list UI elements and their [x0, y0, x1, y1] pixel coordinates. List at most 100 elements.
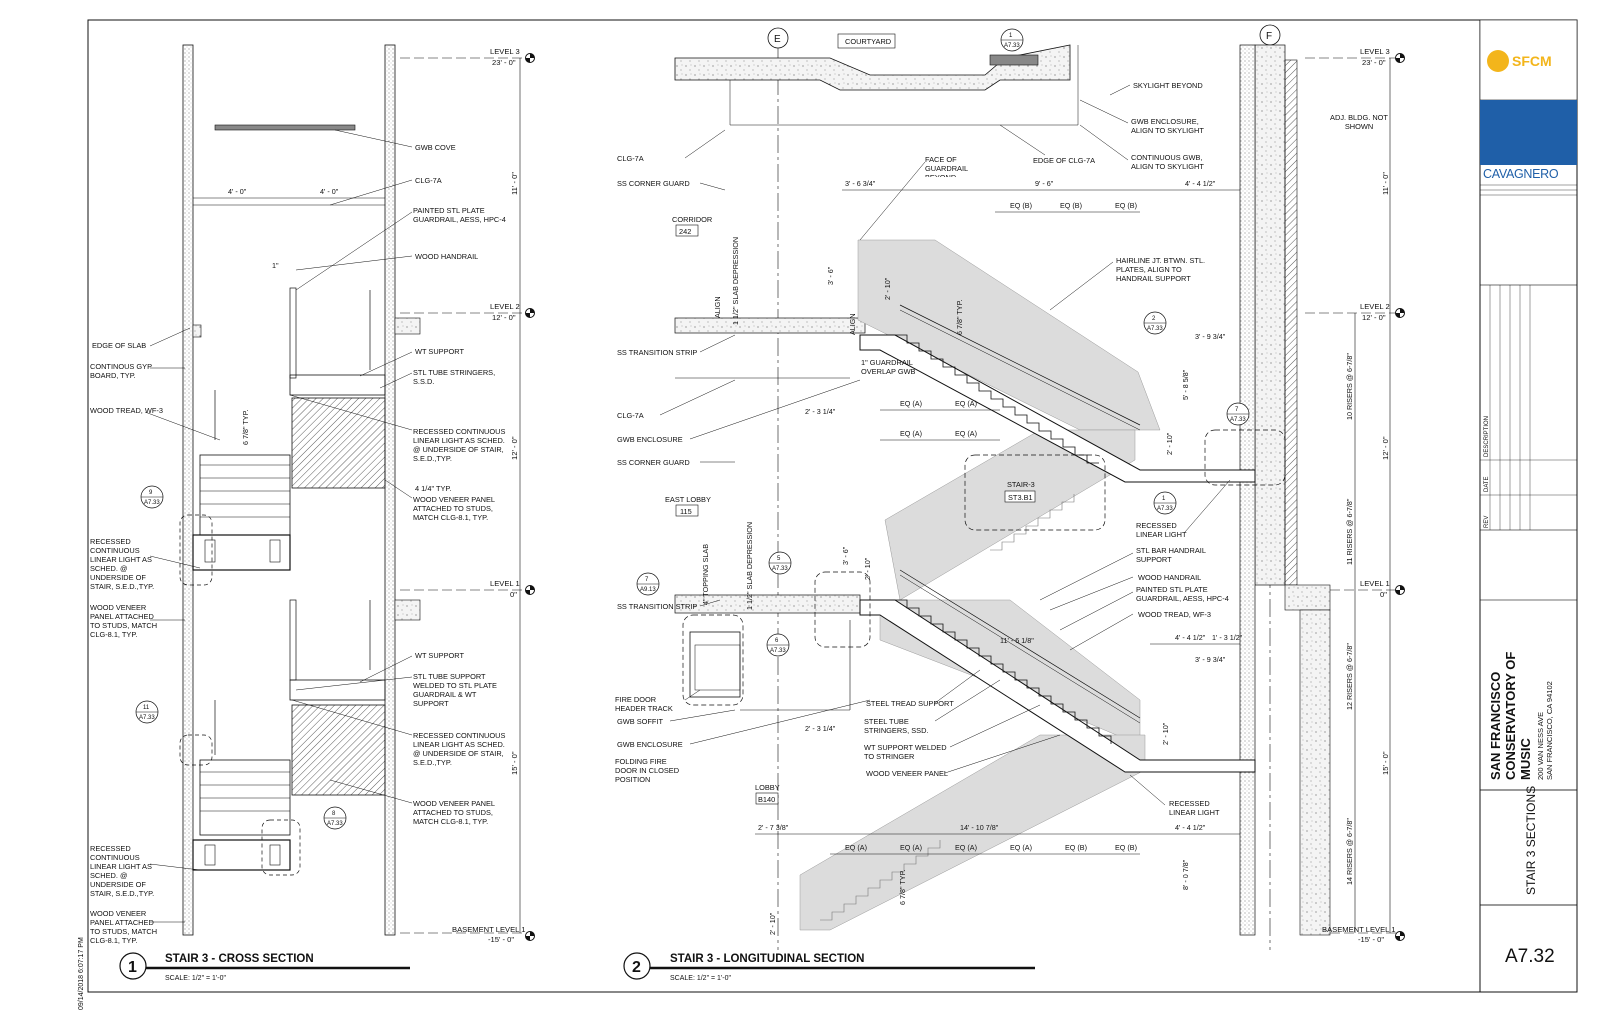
- note-gwb-cove: GWB COVE: [415, 143, 456, 152]
- s2-dim-35: 6 7/8" TYP.: [898, 870, 907, 905]
- project-name-3: MUSIC: [1518, 738, 1533, 781]
- level-2-name: LEVEL 2: [490, 302, 520, 311]
- s2-dim-16: 2' - 10": [1165, 432, 1174, 455]
- s2-note-recessed-light-2: RECESSED LINEAR LIGHT: [1169, 799, 1220, 817]
- section-2-notes-left: CLG-7A SS CORNER GUARD SS TRANSITION STR…: [615, 129, 871, 784]
- s2-dim-5: EQ (B): [1115, 201, 1137, 210]
- risers-10: 10 RISERS @ 6-7/8": [1345, 353, 1354, 420]
- s2-tag-7a-sheet: A9.13: [640, 587, 656, 593]
- tag-11-num: 11: [143, 705, 150, 711]
- room-corridor-num: 242: [679, 227, 691, 236]
- note-clg7a: CLG-7A: [415, 176, 442, 185]
- s2-dim-25: 2' - 7 3/8": [758, 823, 789, 832]
- date-header: DATE: [1484, 476, 1490, 492]
- section-1-notes-left: EDGE OF SLAB CONTINOUS GYP BOARD, TYP. W…: [90, 327, 221, 945]
- s2-dim-28: EQ (A): [845, 843, 867, 852]
- s2-dim-20: 4' - 4 1/2": [1175, 633, 1206, 642]
- s2-note-stl-plate-guardrail: PAINTED STL PLATE GUARDRAIL, AESS, HPC-4: [1136, 585, 1229, 603]
- sheet-number: A7.32: [1505, 946, 1555, 967]
- s2-dim-13: EQ (A): [955, 399, 977, 408]
- room-lobby: LOBBY: [755, 783, 780, 792]
- description-header: DESCRIPTION: [1484, 416, 1490, 457]
- room-corridor: CORRIDOR: [672, 215, 712, 224]
- view-title-1: 1 STAIR 3 - CROSS SECTION SCALE: 1/2" = …: [119, 952, 410, 982]
- s2-note-hairline-jt: HAIRLINE JT. BTWN. STL. PLATES, ALIGN TO…: [1116, 256, 1206, 283]
- s2-dim-30: EQ (A): [955, 843, 977, 852]
- view-2-scale: SCALE: 1/2" = 1'-0": [670, 975, 731, 982]
- section-2-notes-mid: FACE OF GUARDRAIL BEYOND EDGE OF CLG-7A …: [859, 124, 1095, 778]
- s2-dim-6: 3' - 6": [826, 266, 835, 285]
- s2-note-clg7a-1: CLG-7A: [617, 154, 644, 163]
- s2-tag-6-num: 6: [775, 638, 779, 644]
- project-address-2: SAN FRANCISCO, CA 94102: [1545, 681, 1554, 780]
- s2-dim-18: 2' - 10": [863, 557, 872, 580]
- s2-dim-34: 8' - 0 7/8": [1181, 859, 1190, 890]
- s2-dim-14: EQ (A): [900, 429, 922, 438]
- s2-basement-name: BASEMENT LEVEL 1: [1322, 925, 1395, 934]
- note-recessed-light-1: RECESSED CONTINUOUS LINEAR LIGHT AS SCHE…: [413, 427, 506, 463]
- note-wt-support-1: WT SUPPORT: [415, 347, 464, 356]
- note-stl-tube-stringers: STL TUBE STRINGERS, S.S.D.: [413, 368, 496, 386]
- s2-tag-2-num: 2: [1152, 316, 1156, 322]
- s2-note-face-of-guardrail: FACE OF GUARDRAIL BEYOND: [925, 155, 968, 177]
- s2-tag-5-sheet: A7.33: [772, 566, 788, 572]
- room-stair3: STAIR-3: [1007, 480, 1035, 489]
- section-2-tags: 1A7.33 7A9.13 5A7.33 6A7.33 2A7.33 7A7.3…: [636, 28, 1250, 657]
- room-east-lobby: EAST LOBBY: [665, 495, 711, 504]
- spacing-11ft: 11' - 0": [510, 172, 519, 195]
- room-courtyard: COURTYARD: [845, 37, 891, 46]
- s2-dim-12: EQ (A): [900, 399, 922, 408]
- note-edge-of-slab: EDGE OF SLAB: [92, 341, 146, 350]
- s2-dim-26: 14' - 10 7/8": [960, 823, 999, 832]
- s2-level-3-name: LEVEL 3: [1360, 47, 1390, 56]
- room-lobby-num: B140: [758, 795, 775, 804]
- sheet-title: STAIR 3 SECTIONS: [1524, 786, 1538, 895]
- s2-level-1-name: LEVEL 1: [1360, 579, 1390, 588]
- s2-basement-elev: -15' - 0": [1358, 935, 1384, 944]
- s2-note-gwb-enclosure-align: GWB ENCLOSURE, ALIGN TO SKYLIGHT: [1131, 117, 1204, 135]
- s2-level-2-elev: 12' - 0": [1362, 313, 1386, 322]
- basement-name: BASEMENT LEVEL 1: [452, 925, 525, 934]
- dim-1in: 1": [272, 261, 279, 270]
- view-1-scale: SCALE: 1/2" = 1'-0": [165, 975, 226, 982]
- view-1-number: 1: [128, 959, 137, 976]
- room-stair3-num: ST3.B1: [1008, 493, 1033, 502]
- s2-tag-7a-num: 7: [645, 577, 649, 583]
- s2-dim-8: 6 7/8" TYP.: [955, 300, 964, 335]
- s2-dim-31: EQ (A): [1010, 843, 1032, 852]
- s2-note-corner-guard-2: SS CORNER GUARD: [617, 458, 690, 467]
- client-logo: SFCM: [1512, 53, 1552, 69]
- note-left-wood-veneer-1: WOOD VENEER PANEL ATTACHED TO STUDS, MAT…: [90, 603, 158, 639]
- level-1-elev: 0": [510, 590, 517, 599]
- s2-note-wood-tread: WOOD TREAD, WF-3: [1138, 610, 1211, 619]
- level-markers-1: LEVEL 3 23' - 0" LEVEL 2 12' - 0" LEVEL …: [452, 47, 535, 944]
- dim-riser-typ: 6 7/8" TYP.: [241, 410, 250, 445]
- s2-note-clg7a-2: CLG-7A: [617, 411, 644, 420]
- slab-depression-lower: 1 1/2" SLAB DEPRESSION: [745, 522, 754, 610]
- s2-dim-36: 2' - 10": [768, 912, 777, 935]
- s2-dim-3: EQ (B): [1010, 201, 1032, 210]
- project-name-1: SAN FRANCISCO: [1488, 672, 1503, 780]
- left-wall: [182, 44, 194, 936]
- s2-tag-1-sheet: A7.33: [1004, 43, 1020, 49]
- tag-9-sheet: A7.33: [144, 500, 160, 506]
- level-3-name: LEVEL 3: [490, 47, 520, 56]
- note-recessed-light-2: RECESSED CONTINUOUS LINEAR LIGHT AS SCHE…: [413, 731, 506, 767]
- s2-dim-21: 1' - 3 1/2": [1212, 633, 1243, 642]
- s2-spacing-12ft: 12' - 0": [1381, 436, 1390, 460]
- s2-dim-27: 4' - 4 1/2": [1175, 823, 1206, 832]
- right-wall: [384, 44, 396, 936]
- s2-note-gwb-enclosure-2: GWB ENCLOSURE: [617, 740, 683, 749]
- s2-dim-10: 5' - 8 5/8": [1181, 369, 1190, 400]
- view-2-number: 2: [632, 959, 641, 976]
- topping-slab: 4" TOPPING SLAB: [701, 544, 710, 605]
- slab-depression-upper: 1 1/2" SLAB DEPRESSION: [731, 237, 740, 325]
- level-markers-2: LEVEL 3 23' - 0" LEVEL 2 12' - 0" LEVEL …: [1322, 47, 1405, 944]
- room-tags: COURTYARD CORRIDOR 242 EAST LOBBY 115 LO…: [665, 33, 1036, 805]
- rev-header: REV: [1484, 516, 1490, 528]
- s2-dim-2: 4' - 4 1/2": [1185, 179, 1216, 188]
- note-wood-veneer-2: WOOD VENEER PANEL ATTACHED TO STUDS, MAT…: [413, 799, 495, 826]
- project-name-2: CONSERVATORY OF: [1503, 652, 1518, 780]
